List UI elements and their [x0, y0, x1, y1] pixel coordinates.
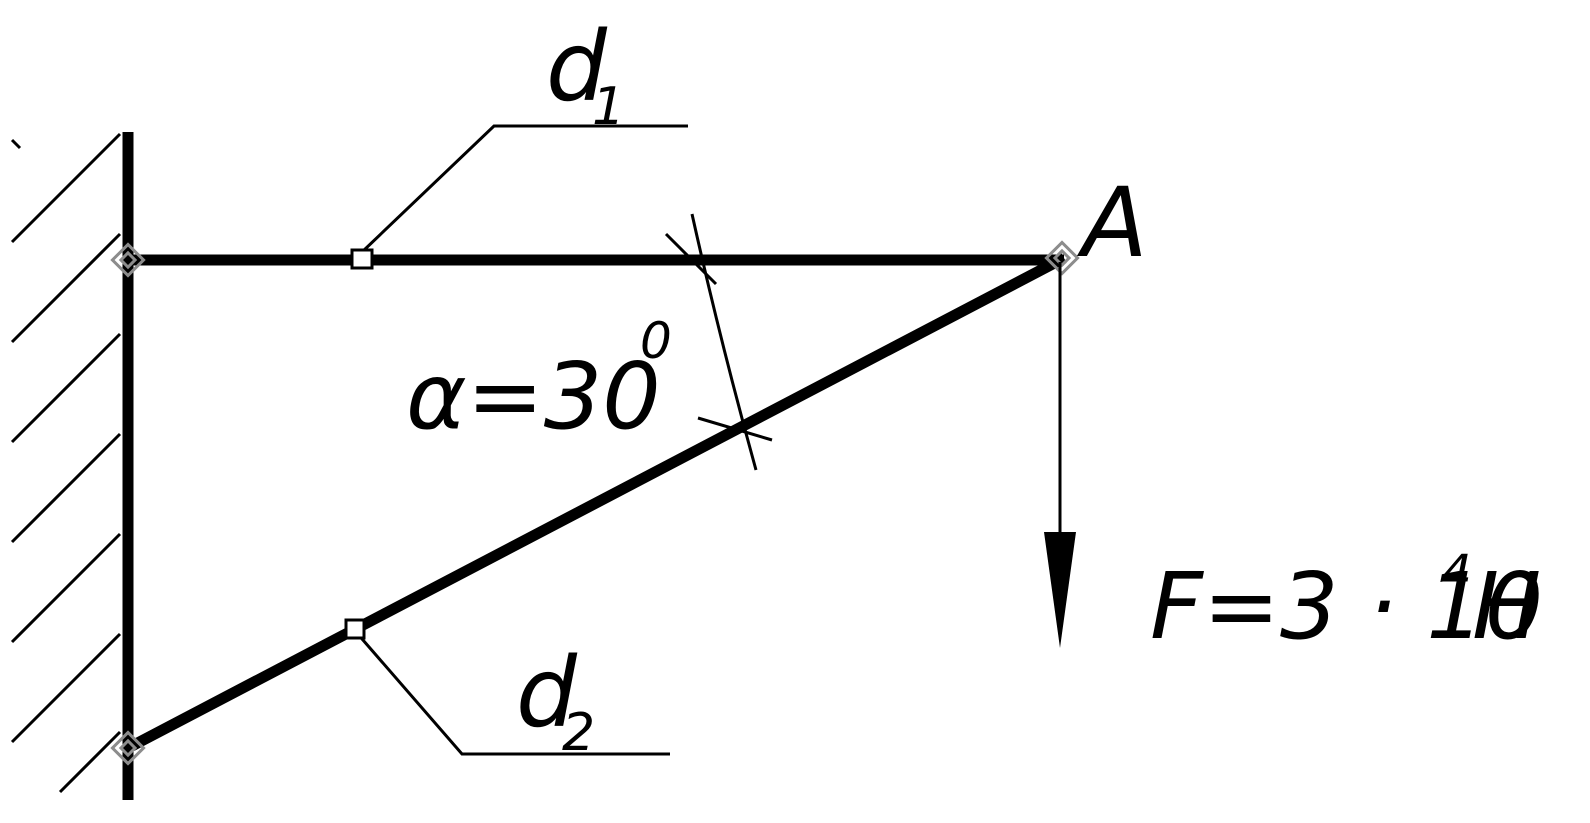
rod-2	[125, 253, 1067, 753]
node-a	[1044, 240, 1080, 276]
leader-marker-d1	[350, 248, 374, 270]
rod-1-subscript: 1	[592, 77, 625, 137]
force-arrowhead	[1044, 532, 1076, 648]
force-superscript: 4	[1440, 544, 1472, 602]
angle-label: α=30	[406, 343, 661, 450]
rod-2-subscript: 2	[562, 703, 595, 763]
leader-line-d2	[354, 631, 670, 756]
rod-2-label: d	[516, 637, 578, 749]
node-bottom-support	[110, 730, 146, 766]
leader-line-d1	[360, 124, 688, 254]
node-markers	[110, 240, 1080, 766]
force-unit: H	[1472, 553, 1541, 660]
wall-hatching	[10, 132, 122, 794]
node-top-support	[110, 242, 146, 278]
force-label: F=3 · 10	[1150, 553, 1543, 660]
angle-ticks	[664, 232, 773, 442]
angle-arc	[690, 213, 758, 471]
rod-1-label: d	[546, 11, 608, 123]
leader-marker-d2	[344, 618, 366, 640]
angle-superscript: 0	[640, 312, 672, 370]
point-a-label: A	[1076, 167, 1148, 279]
